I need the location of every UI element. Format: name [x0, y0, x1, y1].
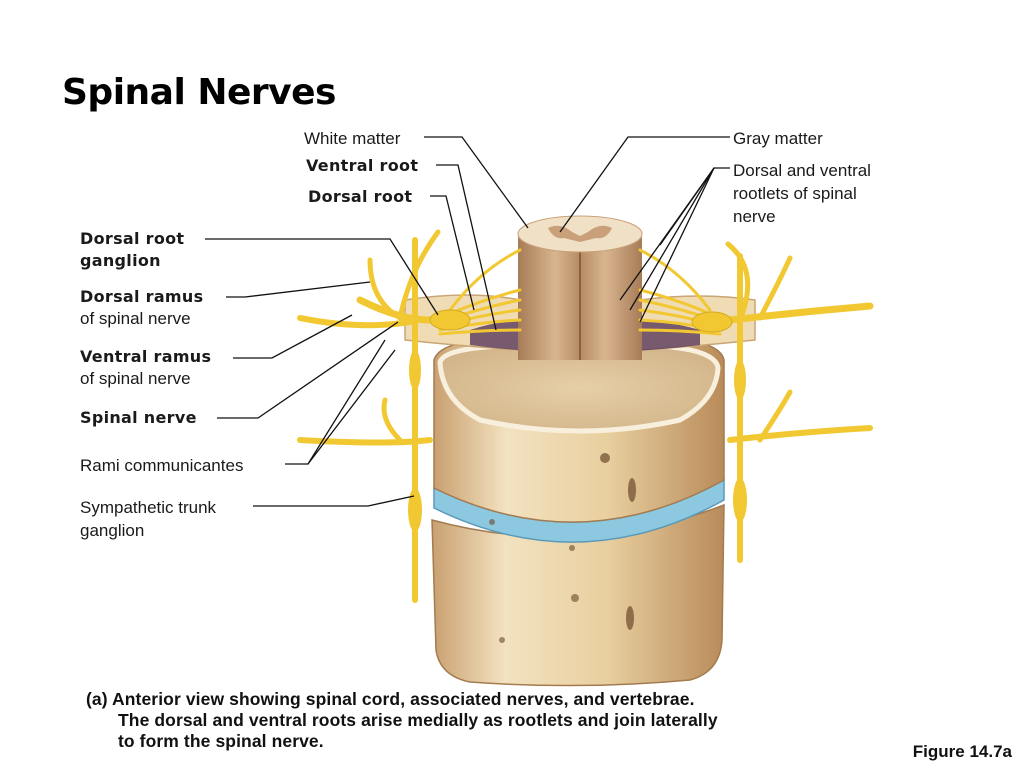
label-ventral-root: Ventral root	[306, 156, 419, 175]
label-dorsal-ramus-sub: of spinal nerve	[80, 309, 191, 328]
label-rami-communicantes: Rami communicantes	[80, 456, 244, 475]
caption-line1: (a) Anterior view showing spinal cord, a…	[86, 689, 695, 709]
figure-caption: (a) Anterior view showing spinal cord, a…	[86, 689, 718, 752]
upper-vertebra	[433, 337, 725, 551]
label-rootlets-line2: rootlets of spinal	[733, 184, 857, 203]
label-sympathetic-trunk-ganglion: Sympathetic trunk ganglion	[80, 496, 216, 542]
caption-line3: to form the spinal nerve.	[118, 731, 324, 751]
label-rootlets: Dorsal and ventral rootlets of spinal ne…	[733, 159, 871, 228]
label-rootlets-line3: nerve	[733, 207, 776, 226]
label-spinal-nerve: Spinal nerve	[80, 408, 197, 427]
label-dorsal-root: Dorsal root	[308, 187, 413, 206]
figure-number: Figure 14.7a	[912, 742, 1012, 761]
label-rootlets-line1: Dorsal and ventral	[733, 161, 871, 180]
label-ventral-ramus-sub: of spinal nerve	[80, 369, 191, 388]
label-sympathetic-line2: ganglion	[80, 521, 145, 540]
left-nerves	[297, 229, 471, 603]
right-nerves	[691, 241, 874, 563]
label-dorsal-ramus-title: Dorsal ramus	[80, 287, 204, 306]
label-dorsal-ramus: Dorsal ramus of spinal nerve	[80, 286, 203, 330]
label-dorsal-root-ganglion: Dorsal root ganglion	[80, 228, 184, 272]
leader-lines	[205, 136, 730, 507]
label-gray-matter: Gray matter	[733, 129, 823, 148]
label-ventral-ramus: Ventral ramus of spinal nerve	[80, 346, 211, 390]
slide-title: Spinal Nerves	[62, 72, 336, 113]
spinal-cord	[517, 215, 643, 360]
label-drg-line1: Dorsal root	[80, 229, 185, 248]
label-drg-line2: ganglion	[80, 251, 161, 270]
caption-line2: The dorsal and ventral roots arise media…	[118, 710, 718, 730]
label-white-matter: White matter	[304, 129, 401, 148]
label-sympathetic-line1: Sympathetic trunk	[80, 498, 217, 517]
label-ventral-ramus-title: Ventral ramus	[80, 347, 212, 366]
